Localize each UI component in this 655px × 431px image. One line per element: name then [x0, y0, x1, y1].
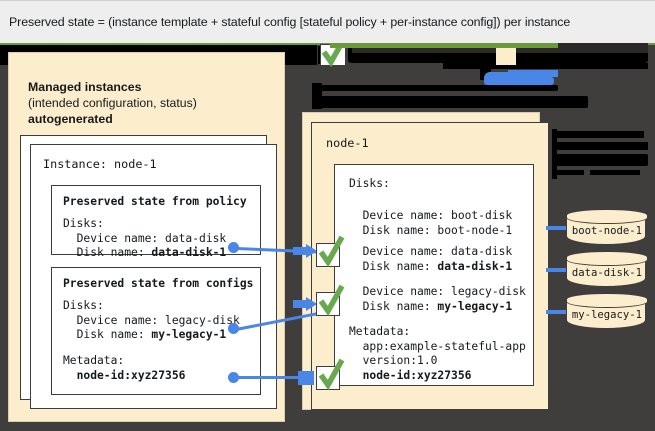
- redaction-block-10: [556, 131, 644, 138]
- policy-box-heading: Preserved state from policy: [63, 195, 247, 208]
- node-metadata-line-1: app:example-stateful-app: [349, 339, 526, 353]
- redaction-block-5: [318, 46, 321, 64]
- boot-device: Device name: boot-disk: [349, 209, 513, 222]
- check-mark-icon: [318, 284, 345, 317]
- redaction-block-4: [443, 63, 648, 69]
- redaction-cream-chip: [496, 45, 516, 65]
- redaction-block-13: [556, 170, 584, 175]
- node-entry-data: Device name: data-disk Disk name: data-d…: [349, 245, 513, 274]
- data-name-value: data-disk-1: [437, 259, 513, 273]
- legacy-device: Device name: legacy-disk: [349, 285, 526, 298]
- check-mark-icon: [318, 358, 345, 391]
- connector-dot-data-disk: [228, 242, 239, 253]
- configs-disks-name-value: my-legacy-1: [151, 328, 227, 341]
- check-badge-metadata: [316, 358, 345, 391]
- panel-title-line2: (intended configuration, status): [28, 96, 197, 110]
- disk-cylinder-boot: boot-node-1: [566, 209, 648, 245]
- instance-card-title: Instance: node-1: [43, 157, 157, 171]
- node-card: node-1 Disks: Device name: boot-disk Dis…: [311, 122, 549, 410]
- boot-name-value: boot-node-1: [437, 223, 513, 237]
- preserved-state-configs-box: Preserved state from configs Disks: Devi…: [51, 267, 261, 395]
- configs-metadata-label: Metadata:: [63, 354, 125, 367]
- configs-disks-label: Disks:: [63, 299, 104, 312]
- connector-arrow-legacy-disk: [306, 297, 317, 311]
- disk-cylinder-legacy: my-legacy-1: [566, 293, 648, 329]
- check-mark-icon: [318, 235, 345, 268]
- node-metadata-label: Metadata:: [349, 325, 411, 338]
- connector-stub-legacy-disk: [293, 300, 309, 308]
- panel-title-line1: Managed instances: [28, 80, 142, 94]
- disk-connector-legacy: [546, 310, 569, 314]
- managed-instances-title: Managed instances (intended configuratio…: [28, 79, 278, 127]
- connector-stub-metadata: [298, 371, 314, 385]
- disk-label-boot: boot-node-1: [571, 225, 643, 237]
- node-metadata-line-2: version:1.0: [349, 354, 438, 367]
- disk-label-legacy: my-legacy-1: [571, 309, 643, 321]
- connector-line-metadata: [236, 376, 300, 379]
- boot-name-prefix: Disk name:: [349, 223, 438, 237]
- green-highlight-bar: [330, 43, 558, 48]
- redaction-block-8: [318, 85, 558, 91]
- node-card-title: node-1: [326, 136, 369, 150]
- policy-box-body: Disks: Device name: data-disk Disk name:…: [63, 217, 226, 261]
- disk-connector-data: [546, 268, 569, 272]
- node-entry-legacy: Device name: legacy-disk Disk name: my-l…: [349, 285, 526, 314]
- preserved-state-policy-box: Preserved state from policy Disks: Devic…: [51, 185, 261, 259]
- caption-bar: Preserved state = (instance template + s…: [0, 0, 655, 43]
- connector-dot-metadata: [228, 372, 239, 383]
- policy-body-text: Disks: Device name: data-disk Disk name:: [63, 217, 227, 259]
- redaction-block-15: [552, 129, 557, 179]
- redaction-blue-blob-3: [508, 70, 558, 77]
- configs-box-disks: Disks: Device name: legacy-disk Disk nam…: [63, 299, 240, 343]
- configs-box-metadata: Metadata: node-id:xyz27356: [63, 354, 185, 383]
- configs-disks-device: Device name: legacy-disk: [63, 313, 240, 327]
- node-disks-box: Disks: Device name: boot-disk Disk name:…: [334, 164, 534, 386]
- instance-card: Instance: node-1 Preserved state from po…: [30, 144, 277, 409]
- legacy-name-prefix: Disk name:: [349, 299, 438, 313]
- disk-label-data: data-disk-1: [571, 267, 643, 279]
- panel-title-line3: autogenerated: [28, 112, 113, 126]
- redaction-block-11: [556, 142, 648, 150]
- node-entry-boot: Device name: boot-disk Disk name: boot-n…: [349, 209, 513, 238]
- disk-connector-boot: [546, 226, 569, 230]
- configs-metadata-value: node-id:xyz27356: [63, 368, 186, 382]
- connector-stub-data-disk: [293, 247, 309, 255]
- data-device: Device name: data-disk: [349, 245, 513, 258]
- connector-arrow-data-disk: [306, 244, 317, 258]
- caption-text: Preserved state = (instance template + s…: [9, 15, 571, 29]
- configs-box-heading: Preserved state from configs: [63, 277, 254, 290]
- redaction-blue-blob-2: [484, 77, 554, 85]
- check-badge-data-disk: [316, 235, 345, 268]
- check-badge-legacy-disk: [316, 284, 345, 317]
- redaction-block-12: [556, 154, 648, 166]
- node-metadata-line-3: node-id:xyz27356: [349, 368, 472, 382]
- configs-disks-name-prefix: Disk name:: [63, 328, 152, 341]
- disk-cylinder-data: data-disk-1: [566, 251, 648, 287]
- node-disks-label: Disks:: [349, 177, 390, 190]
- node-metadata-block: Metadata: app:example-stateful-app versi…: [349, 325, 526, 383]
- redaction-block-14: [590, 170, 640, 175]
- redaction-block-7: [318, 96, 588, 108]
- redaction-block-9: [312, 83, 322, 109]
- legacy-name-value: my-legacy-1: [437, 299, 513, 313]
- data-name-prefix: Disk name:: [349, 259, 438, 273]
- policy-body-bold: data-disk-1: [151, 246, 227, 259]
- connector-dot-legacy-disk: [228, 323, 239, 334]
